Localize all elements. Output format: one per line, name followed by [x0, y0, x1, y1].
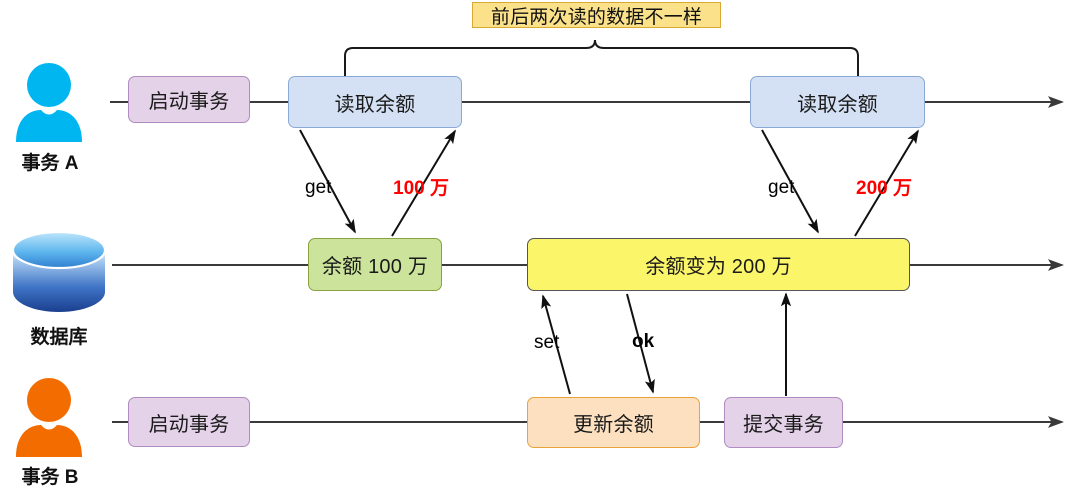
edge-label-value-2: 200 万: [856, 178, 912, 199]
user-icon-transaction-a: [16, 63, 82, 142]
arrow-get-2: [761, 129, 819, 234]
node-a-read-balance-second[interactable]: 读取余额: [750, 76, 925, 128]
edge-label-get-1: get: [305, 177, 332, 198]
arrow-ok: [626, 293, 655, 394]
edge-label-set: set: [534, 332, 560, 353]
node-a-read-balance-first[interactable]: 读取余额: [288, 76, 462, 128]
node-b-commit-transaction[interactable]: 提交事务: [724, 397, 843, 448]
node-db-balance-initial[interactable]: 余额 100 万: [308, 238, 442, 291]
comparison-brace: [344, 39, 859, 78]
lane-label-transaction-a: 事务 A: [21, 153, 79, 174]
lane-label-transaction-b: 事务 B: [21, 467, 79, 486]
edge-label-get-2: get: [768, 177, 795, 198]
annotation-banner: 前后两次读的数据不一样: [472, 2, 721, 28]
arrow-value-1: [391, 129, 456, 237]
user-icon-transaction-b: [16, 378, 82, 457]
database-icon: [11, 230, 107, 312]
edge-label-ok: ok: [632, 331, 655, 352]
arrow-get-1: [299, 129, 356, 234]
edge-label-value-1: 100 万: [393, 178, 449, 199]
arrow-value-2: [854, 129, 919, 237]
lane-label-database: 数据库: [30, 327, 88, 348]
node-b-update-balance[interactable]: 更新余额: [527, 397, 700, 448]
arrow-set: [541, 294, 571, 395]
node-db-balance-updated[interactable]: 余额变为 200 万: [527, 238, 910, 291]
node-b-begin-transaction[interactable]: 启动事务: [128, 397, 250, 447]
node-a-begin-transaction[interactable]: 启动事务: [128, 76, 250, 123]
